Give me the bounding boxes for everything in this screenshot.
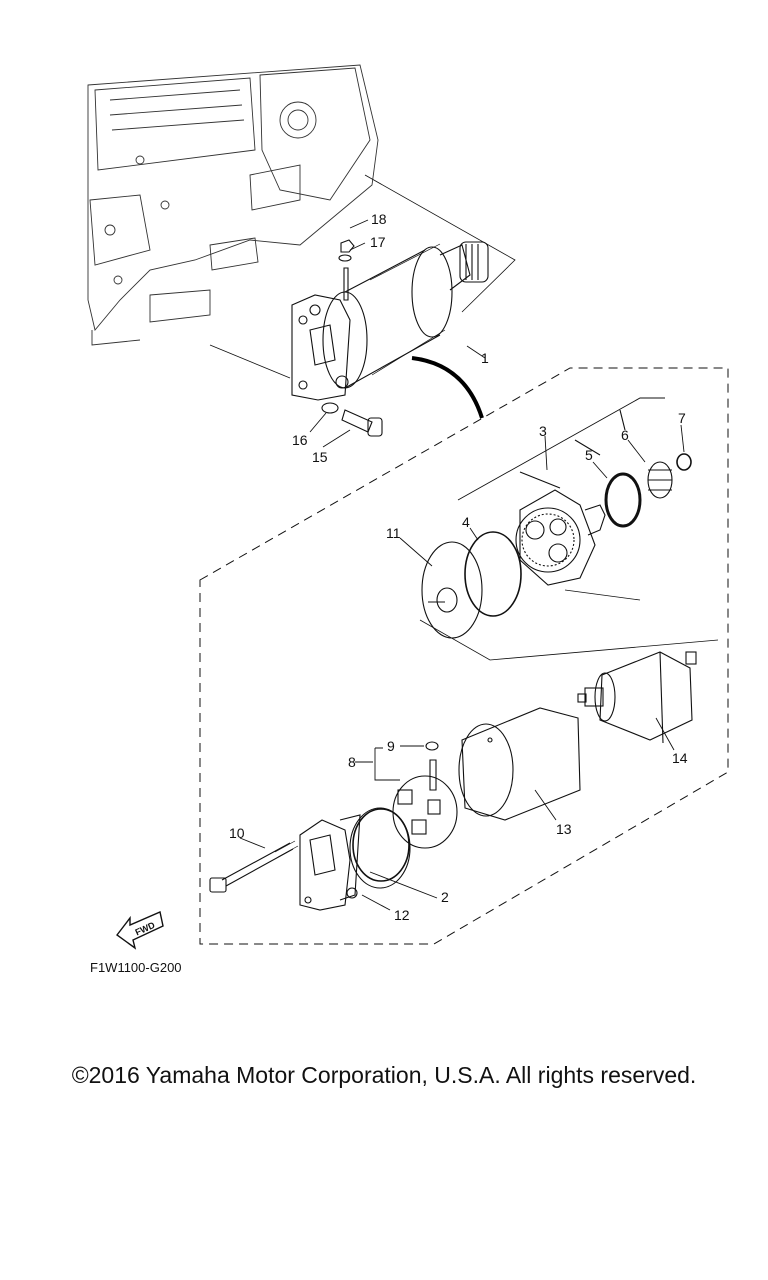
yoke-13 bbox=[458, 707, 581, 821]
bolt-15 bbox=[341, 409, 383, 437]
drawing-code: F1W1100-G200 bbox=[90, 960, 182, 975]
label-part-4: 4 bbox=[462, 514, 470, 530]
engine-block bbox=[87, 64, 379, 346]
label-part-9: 9 bbox=[387, 738, 395, 754]
label-part-15: 15 bbox=[312, 449, 328, 465]
exploded-view-boundary bbox=[199, 367, 729, 945]
gasket-4 bbox=[464, 531, 522, 617]
o-ring-2 bbox=[352, 808, 410, 882]
front-cover-12 bbox=[299, 807, 411, 911]
fwd-arrow-icon bbox=[116, 911, 164, 950]
label-part-16: 16 bbox=[292, 432, 308, 448]
label-part-1: 1 bbox=[481, 350, 489, 366]
label-part-5: 5 bbox=[585, 447, 593, 463]
label-part-17: 17 bbox=[370, 234, 386, 250]
exploded-parts-diagram: 1 2 3 4 5 6 7 8 9 10 11 12 13 14 15 16 1… bbox=[87, 64, 729, 950]
circlip-7 bbox=[676, 453, 692, 471]
label-part-11: 11 bbox=[386, 525, 401, 541]
label-part-3: 3 bbox=[539, 423, 547, 439]
washer-16 bbox=[321, 402, 339, 414]
label-part-6: 6 bbox=[621, 427, 629, 443]
label-part-7: 7 bbox=[678, 410, 686, 426]
o-ring-5 bbox=[604, 472, 642, 528]
nut-9 bbox=[425, 741, 439, 751]
plate-11 bbox=[421, 541, 483, 639]
label-part-8: 8 bbox=[348, 754, 356, 770]
armature-14 bbox=[577, 651, 697, 744]
starter-motor-assembly bbox=[291, 239, 489, 419]
label-part-13: 13 bbox=[556, 821, 572, 837]
label-part-18: 18 bbox=[371, 211, 387, 227]
label-part-2: 2 bbox=[441, 889, 449, 905]
label-part-14: 14 bbox=[672, 750, 688, 766]
label-part-10: 10 bbox=[229, 825, 245, 841]
label-part-12: 12 bbox=[394, 907, 410, 923]
through-bolt-10 bbox=[209, 840, 299, 893]
brush-holder-8 bbox=[392, 759, 458, 849]
copyright-notice: ©2016 Yamaha Motor Corporation, U.S.A. A… bbox=[71, 1062, 697, 1088]
gear-housing-3 bbox=[515, 489, 606, 586]
pinion-gear-6 bbox=[647, 461, 673, 499]
